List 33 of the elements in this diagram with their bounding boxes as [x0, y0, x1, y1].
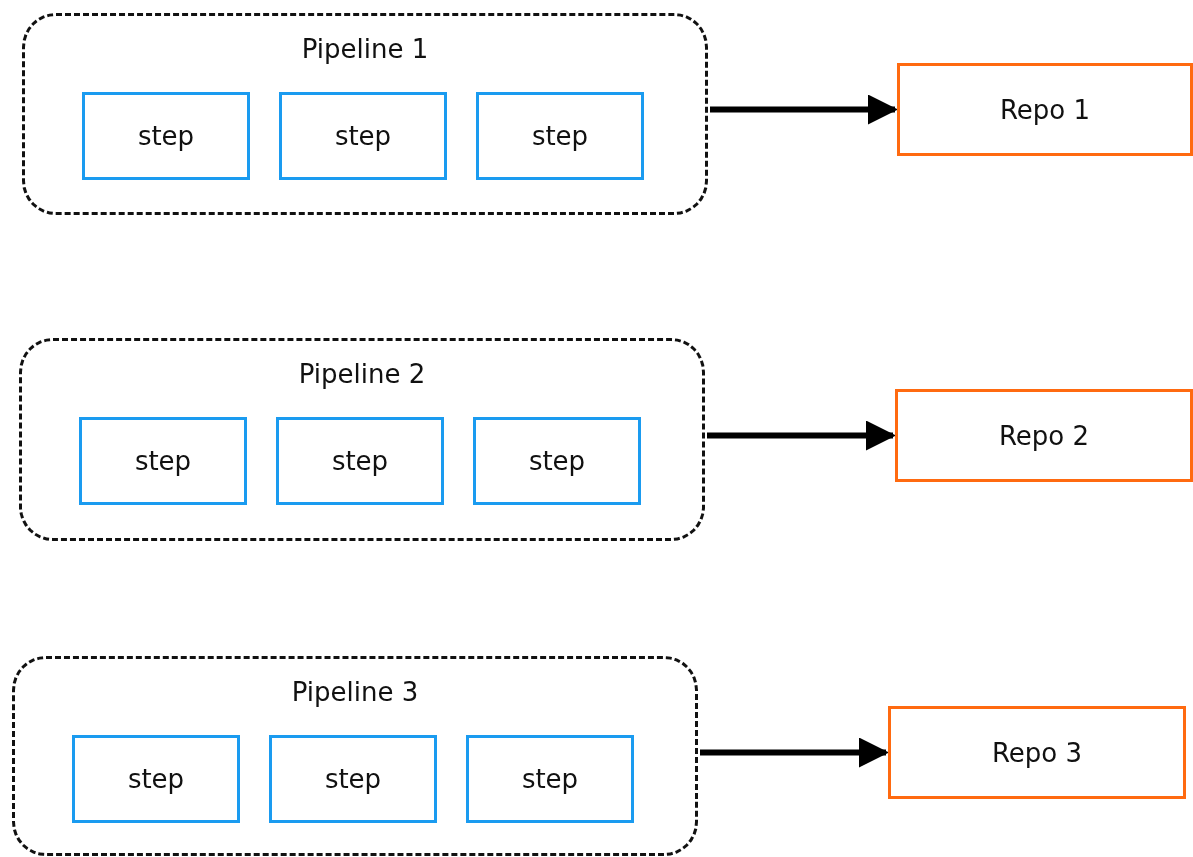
box-label: step	[324, 764, 382, 794]
step-box	[276, 417, 444, 505]
box-label: step	[331, 446, 389, 476]
box-label: step	[334, 121, 392, 151]
pipeline-container	[12, 656, 698, 856]
box-label: step	[528, 446, 586, 476]
step-box	[269, 735, 437, 823]
step-box	[279, 92, 447, 180]
arrow	[700, 737, 889, 768]
pipeline-title: Pipeline 2	[297, 359, 427, 389]
step-box	[79, 417, 247, 505]
box-label: step	[127, 764, 185, 794]
box-label: Repo 2	[998, 420, 1090, 451]
step-box	[466, 735, 634, 823]
step-box	[82, 92, 250, 180]
box-label: Repo 3	[991, 737, 1083, 768]
pipeline-title: Pipeline 1	[300, 34, 430, 64]
pipeline-title: Pipeline 3	[290, 677, 420, 707]
pipeline-container	[19, 338, 705, 541]
box-label: step	[134, 446, 192, 476]
box-label: Repo 1	[999, 94, 1091, 125]
box-label: step	[137, 121, 195, 151]
repository-box	[888, 706, 1186, 799]
arrow	[707, 420, 896, 451]
step-box	[72, 735, 240, 823]
pipeline-container	[22, 13, 708, 215]
step-box	[476, 92, 644, 180]
arrow	[710, 94, 898, 125]
repository-box	[895, 389, 1193, 482]
box-label: step	[531, 121, 589, 151]
box-label: step	[521, 764, 579, 794]
step-box	[473, 417, 641, 505]
repository-box	[897, 63, 1193, 156]
